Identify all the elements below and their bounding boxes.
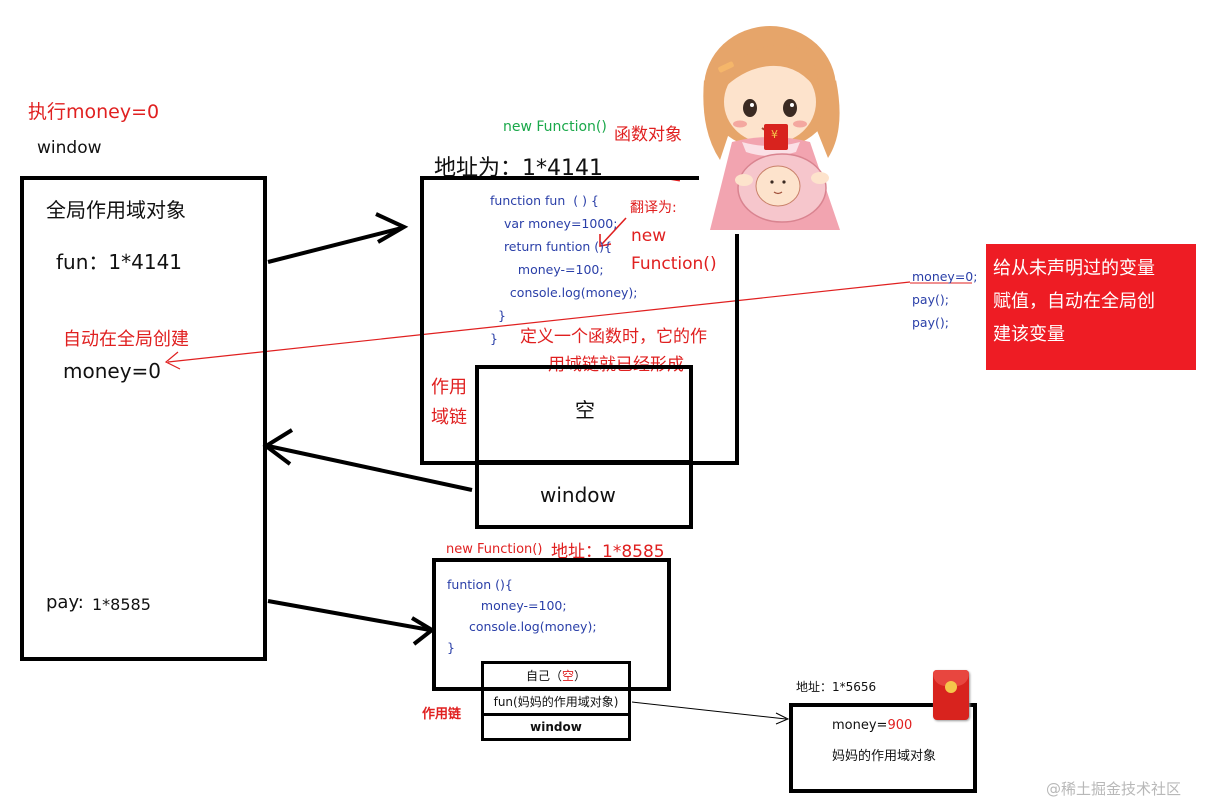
auto-create-note: 自动在全局创建 [63, 329, 189, 350]
chain-self-empty: 空 [561, 669, 574, 683]
right-code-line: pay(); [912, 315, 949, 330]
scope-chain-label-line: 域链 [431, 407, 467, 428]
fun-code-line: function fun ( ) { [490, 193, 599, 208]
translate-label: 翻译为: [630, 200, 677, 216]
chain-window-text: window [530, 720, 582, 734]
global-pay-value: 1*8585 [92, 595, 151, 614]
arrow-money-to-global [164, 281, 972, 370]
pay-chain-window-cell: window [481, 713, 631, 741]
pay-code-line: money-=100; [465, 598, 567, 613]
fun-scope-chain-label: 作用 域链 [431, 373, 467, 433]
fun-code-line: console.log(money); [498, 285, 638, 300]
arrow-fun-chain-to-mom [631, 701, 790, 725]
pay-chain-self-cell: 自己（空） [481, 661, 631, 691]
translate-line: new [631, 226, 667, 246]
mom-money-key: money= [832, 718, 888, 733]
fun-code-block: function fun ( ) { var money=1000; retur… [490, 189, 638, 350]
undeclared-variable-note: 给从未声明过的变量 赋值，自动在全局创 建该变量 [986, 244, 1196, 370]
right-code-line: money=0; [912, 269, 978, 284]
envelope-flap [933, 670, 969, 686]
global-scope-box [20, 176, 267, 661]
pay-code-block: funtion (){ money-=100; console.log(mone… [447, 574, 597, 658]
pay-code-line: console.log(money); [461, 619, 597, 634]
right-code-block: money=0; pay(); pay(); [912, 265, 977, 334]
fun-chain-window-cell [475, 460, 693, 529]
pay-code-line: } [447, 640, 455, 655]
pay-address: 地址：1*8585 [551, 542, 665, 562]
mom-scope-label: 妈妈的作用域对象 [832, 749, 937, 764]
global-scope-title: 全局作用域对象 [46, 198, 186, 222]
red-envelope-icon: ¥ [764, 124, 788, 150]
note-line: 给从未声明过的变量 [993, 258, 1155, 279]
fun-code-line: money-=100; [502, 262, 604, 277]
arrow-fun-to-function [267, 212, 409, 264]
fun-code-line: var money=1000; [496, 216, 618, 231]
fun-object-label: 函数对象 [614, 125, 682, 145]
pay-code-line: funtion (){ [447, 577, 513, 592]
right-code-line: pay(); [912, 292, 949, 307]
pay-chain-fun-cell: fun(妈妈的作用域对象) [481, 688, 631, 716]
arrow-translate [599, 217, 627, 247]
yen-icon: ¥ [771, 128, 778, 141]
global-money-entry: money=0 [63, 359, 162, 383]
scope-chain-label-line: 作用 [431, 377, 467, 398]
exec-label: 执行money=0 [28, 101, 160, 123]
watermark: @稀土掘金技术社区 [1046, 780, 1182, 798]
mom-money-value: 900 [887, 718, 913, 733]
fun-code-line: } [490, 331, 498, 346]
chain-self-prefix: 自己（ [525, 669, 562, 683]
fun-chain-empty-text: 空 [575, 398, 595, 422]
translate-target: new Function() [631, 222, 717, 278]
red-envelope-icon [933, 670, 969, 720]
chain-note-line: 定义一个函数时，它的作 [520, 327, 707, 347]
fun-new-function-label: new Function() [503, 119, 607, 135]
envelope-seal-icon [945, 681, 957, 693]
fun-chain-window-text: window [540, 483, 616, 507]
translate-line: Function() [631, 254, 717, 274]
mom-scope-address: 地址：1*5656 [796, 680, 877, 694]
fun-code-line: } [490, 308, 506, 323]
global-pay-key: pay: [46, 592, 84, 613]
mom-money-entry: money=900 [832, 718, 912, 733]
arrow-pay-to-function [267, 599, 436, 646]
mom-scope-box [789, 703, 977, 793]
pay-new-function-label: new Function() [446, 542, 543, 557]
window-label: window [37, 138, 102, 158]
chain-self-suffix: ） [574, 669, 587, 683]
fun-code-line: return funtion (){ [496, 239, 613, 254]
girl-illustration-icon [700, 20, 866, 232]
chain-fun-text: fun(妈妈的作用域对象) [493, 695, 619, 709]
note-line: 赋值，自动在全局创 [993, 291, 1155, 312]
note-line: 建该变量 [993, 324, 1065, 345]
pay-scope-chain-label: 作用链 [422, 707, 462, 722]
global-fun-entry: fun：1*4141 [56, 250, 183, 274]
